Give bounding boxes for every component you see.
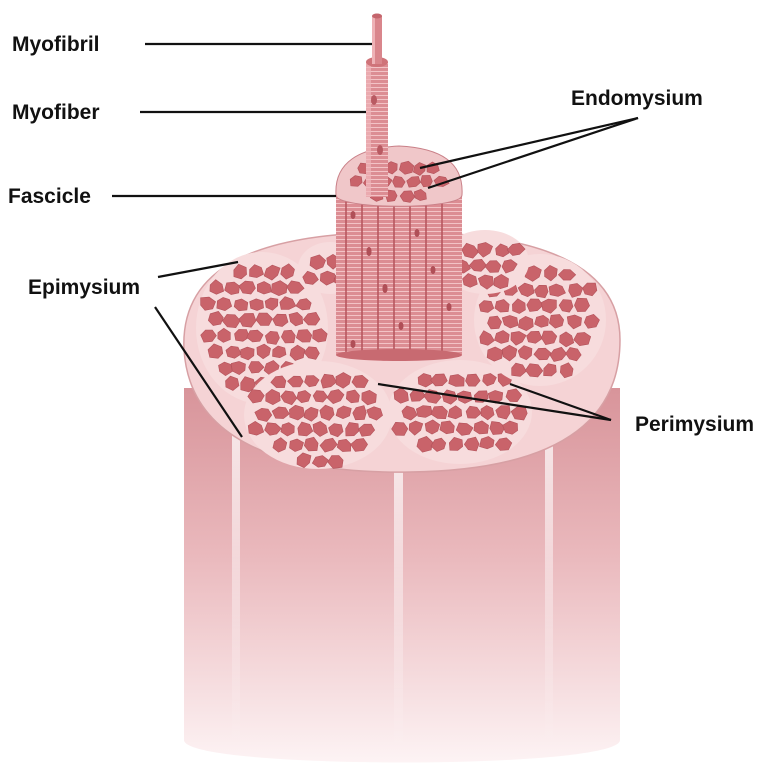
label-fascicle: Fascicle	[8, 185, 91, 208]
endomysium-leader-line	[420, 118, 638, 168]
label-perimysium: Perimysium	[635, 413, 754, 436]
endomysium-leader-line	[428, 118, 638, 188]
label-epimysium: Epimysium	[28, 276, 140, 299]
muscle-fiber-cell	[487, 347, 502, 361]
muscle-fiber-cell	[421, 175, 433, 186]
label-myofiber: Myofiber	[12, 101, 100, 124]
muscle-fiber-cell	[250, 299, 264, 311]
fascicle-column	[336, 146, 462, 361]
myofiber	[366, 57, 388, 197]
label-myofibril: Myofibril	[12, 33, 100, 56]
fascicle-bundle	[244, 361, 392, 469]
myofibril	[372, 14, 382, 65]
label-endomysium: Endomysium	[571, 87, 703, 110]
